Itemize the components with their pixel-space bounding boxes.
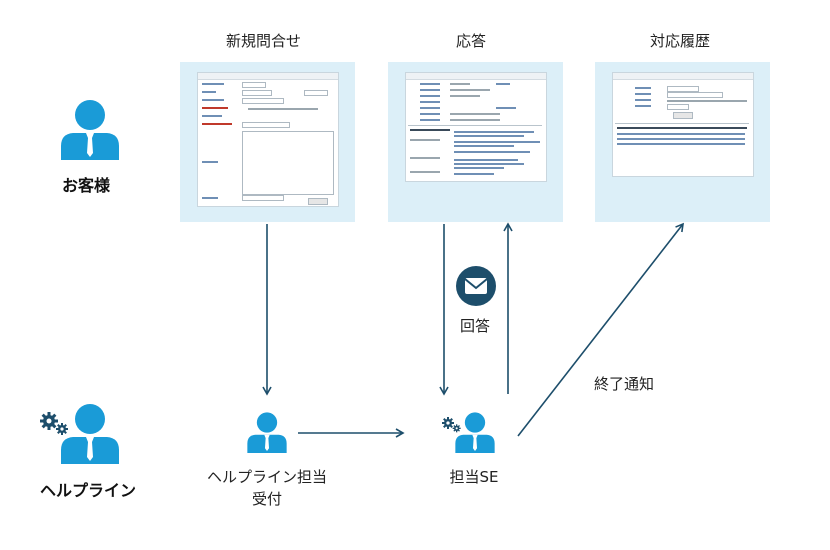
- history-panel: [595, 62, 770, 222]
- se-person-icon: [455, 412, 495, 453]
- column-title-response: 応答: [456, 32, 487, 50]
- customer-label: お客様: [62, 176, 111, 195]
- customer-person-icon: [61, 100, 119, 160]
- helpline-person-icon: [61, 404, 119, 464]
- helpline-label: ヘルプライン: [40, 481, 137, 500]
- history-screenshot: [612, 72, 754, 177]
- reception-person-icon: [247, 412, 287, 453]
- helpline-gears-icon: [40, 412, 68, 435]
- completion-notice-label: 終了通知: [594, 375, 655, 393]
- new-inquiry-panel: [180, 62, 355, 222]
- column-title-history: 対応履歴: [650, 32, 711, 50]
- reply-label: 回答: [460, 317, 491, 335]
- mail-icon: [456, 266, 496, 306]
- reception-label-line1: ヘルプライン担当: [206, 468, 327, 486]
- new-inquiry-screenshot: [197, 72, 339, 207]
- se-label: 担当SE: [449, 468, 499, 486]
- column-title-new-inquiry: 新規問合せ: [226, 32, 302, 50]
- reception-label-line2: 受付: [251, 490, 282, 508]
- se-gears-icon: [442, 417, 461, 433]
- response-screenshot: [405, 72, 547, 182]
- response-panel: [388, 62, 563, 222]
- arrow-se-to-history: [517, 222, 684, 437]
